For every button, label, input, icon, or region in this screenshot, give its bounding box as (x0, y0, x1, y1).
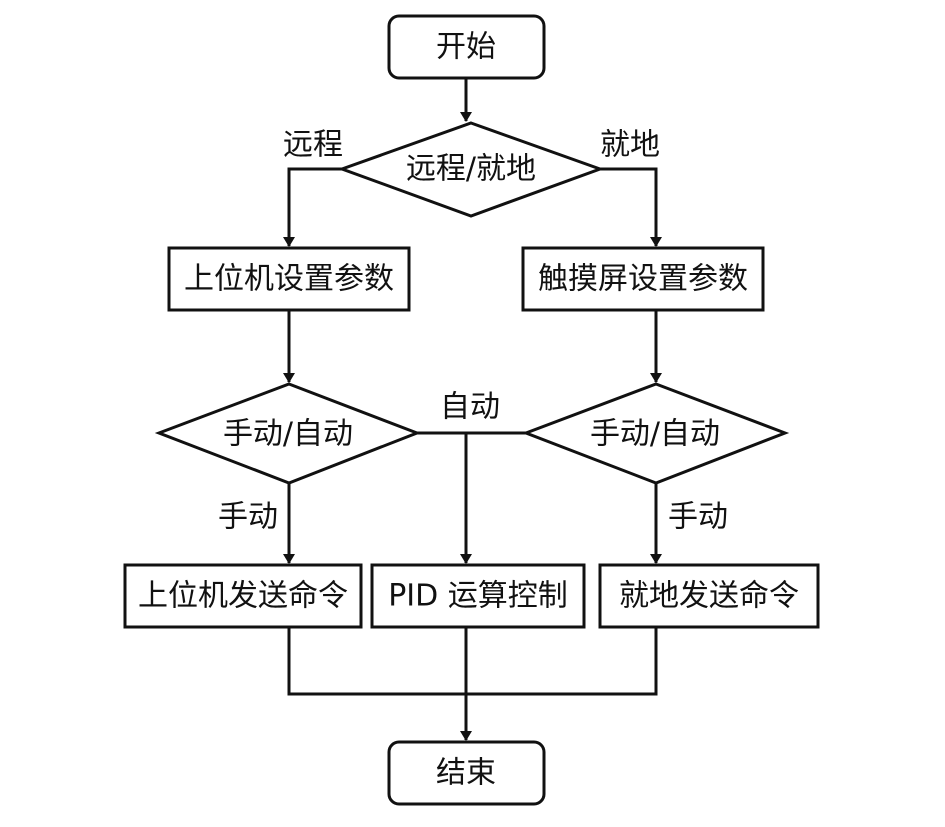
local-set-params-label: 触摸屏设置参数 (538, 262, 748, 297)
edge-mode-to-local (600, 167, 662, 247)
edge-label-manual-right: 手动 (668, 500, 728, 535)
remote-set-params-node (167, 246, 411, 312)
end-node (387, 740, 546, 806)
remote-send-command-label: 上位机发送命令 (138, 579, 348, 614)
remote-set-params-label: 上位机设置参数 (184, 262, 394, 297)
edge-label-local: 就地 (600, 128, 660, 163)
edge-mode-to-remote (283, 167, 342, 247)
manual-auto-decision-right (521, 382, 790, 485)
edge-remote-command-to-merge (287, 627, 658, 696)
remote-send-command-node (123, 563, 363, 629)
connectors (283, 78, 662, 741)
start-label: 开始 (436, 30, 496, 65)
manual-auto-decision-left-label: 手动/自动 (223, 417, 353, 452)
manual-auto-decision-left (154, 382, 422, 485)
mode-decision (337, 121, 605, 218)
pid-control-node (370, 563, 586, 629)
local-send-command-node (598, 563, 820, 629)
pid-control-label: PID 运算控制 (388, 579, 568, 614)
start-node (387, 14, 546, 80)
edge-label-manual-left: 手动 (218, 500, 278, 535)
edge-label-remote: 远程 (283, 128, 343, 163)
end-label: 结束 (436, 756, 496, 791)
local-set-params-node (521, 246, 765, 312)
edge-label-auto: 自动 (440, 390, 500, 425)
mode-decision-label: 远程/就地 (406, 152, 536, 187)
manual-auto-decision-right-label: 手动/自动 (590, 417, 720, 452)
local-send-command-label: 就地发送命令 (619, 579, 799, 614)
